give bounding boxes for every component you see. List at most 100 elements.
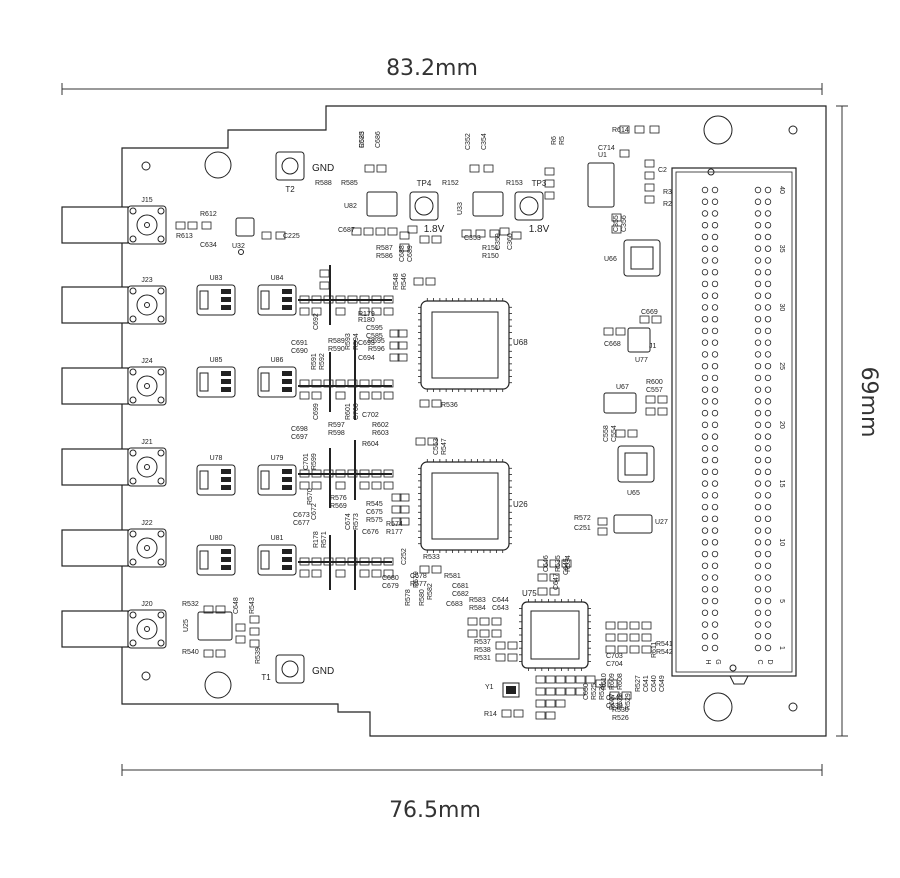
u67-label: U67 (616, 384, 629, 391)
designator-label: C668 (604, 341, 621, 348)
sma-connector-j24: J24 (61, 358, 167, 406)
dimension-right-label: 69mm (856, 367, 881, 438)
designator-label: C687 (338, 227, 355, 234)
opamp-u85: U85 (196, 357, 236, 398)
header-pins (701, 186, 772, 652)
connector-label: J23 (141, 277, 152, 284)
chip-u32: U32 (232, 217, 255, 250)
pin-number-label: 15 (778, 480, 785, 488)
designator-label: R6 (551, 136, 558, 145)
designator-label: C698 (291, 426, 308, 433)
pin-number-label: 20 (778, 421, 785, 429)
designator-label: R581 (444, 573, 461, 580)
designator-label: R572 (574, 515, 591, 522)
designator-label: R153 (506, 180, 523, 187)
opamp-u83: U83 (196, 275, 236, 316)
designator-label: R595 (368, 338, 385, 345)
designator-label: R600 (646, 379, 663, 386)
designator-label: R543 (249, 597, 256, 614)
chip-u82: U82 (344, 191, 398, 217)
mounting-holes (141, 115, 798, 722)
designator-label: R524 (599, 683, 606, 700)
u27-label: U27 (655, 519, 668, 526)
designator-label: R612 (200, 211, 217, 218)
designator-label: C356 (621, 215, 628, 232)
row-letter-label: D (766, 659, 773, 664)
gnd-testpoint-t2: T2 GND (275, 151, 334, 194)
designator-label: C678 (410, 573, 427, 580)
designator-label: R538 (474, 647, 491, 654)
designator-label: R150 (482, 253, 499, 260)
connector-label: J21 (141, 439, 152, 446)
designator-label: C676 (362, 529, 379, 536)
u32-label: U32 (232, 243, 245, 250)
dimension-top (61, 83, 823, 95)
opamp-label: U83 (210, 275, 223, 282)
designator-label: R537 (474, 639, 491, 646)
designator-label: R584 (469, 605, 486, 612)
designator-label: C355 (613, 215, 620, 232)
designator-label: C644 (492, 597, 509, 604)
designator-label: R528 (617, 693, 624, 710)
t2-gnd-label: GND (312, 163, 334, 174)
designator-label: R597 (328, 422, 345, 429)
sma-connector-j20: J20 (61, 601, 167, 649)
designator-label: C675 (366, 509, 383, 516)
designator-label: R594 (353, 333, 360, 350)
chip-u26: U26 (418, 459, 528, 553)
designator-label: R613 (176, 233, 193, 240)
designator-label: R587 (376, 245, 393, 252)
designator-label: C353 (464, 235, 481, 242)
chip-u67: U67 (603, 384, 637, 414)
designator-label: C643 (492, 605, 509, 612)
designator-label: C352 (465, 133, 472, 150)
dimension-top-label: 83.2mm (386, 56, 478, 81)
designator-label: R547 (441, 438, 448, 455)
designator-label: R179 (358, 311, 375, 318)
designator-label: R598 (328, 430, 345, 437)
u26-label: U26 (513, 500, 528, 509)
u75-label: U75 (522, 589, 537, 598)
opamp-u80: U80 (196, 535, 236, 576)
crystal-y1: Y1 (485, 682, 520, 698)
opamp-label: U78 (210, 455, 223, 462)
chip-u27: U27 (613, 514, 668, 534)
designator-label: R535 (555, 555, 562, 572)
designator-label: R585 (341, 180, 358, 187)
dimension-right (836, 105, 848, 737)
designator-label: C694 (358, 355, 375, 362)
u68-label: U68 (513, 338, 528, 347)
designator-label: C673 (293, 512, 310, 519)
designator-label: C692 (313, 313, 320, 330)
designator-label: C649 (659, 675, 666, 692)
chip-u25: U25 (183, 611, 233, 641)
designator-label: C585 (366, 333, 383, 340)
opamp-label: U86 (271, 357, 284, 364)
row-letter-label: H (704, 659, 711, 664)
designator-label: R589 (328, 338, 345, 345)
opamp-label: U80 (210, 535, 223, 542)
designator-label: C679 (382, 583, 399, 590)
designator-label: C252 (401, 548, 408, 565)
designator-label: C554 (611, 425, 618, 442)
designator-label: C642 (606, 695, 623, 702)
designator-label: C672 (311, 503, 318, 520)
chip-u68: U68 (418, 298, 528, 392)
designator-label: C699 (313, 403, 320, 420)
designator-label: R608 (617, 673, 624, 690)
designator-label: C700 (353, 403, 360, 420)
chip-u33: U33 (457, 191, 504, 217)
designator-label: R526 (612, 715, 629, 722)
designator-label: R546 (401, 273, 408, 290)
pin-number-label: 25 (778, 362, 785, 370)
designator-label: R591 (311, 353, 318, 370)
t1-gnd-label: GND (312, 666, 334, 677)
designator-label: C674 (345, 513, 352, 530)
y1-label: Y1 (485, 684, 494, 691)
